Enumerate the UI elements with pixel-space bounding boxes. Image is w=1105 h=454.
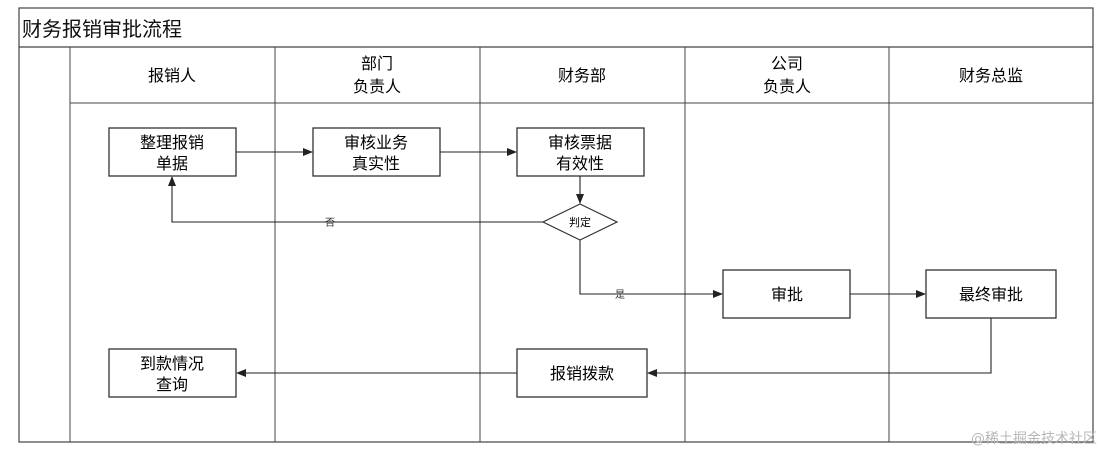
node-verify-validity: 审核票据 有效性 (516, 127, 645, 177)
svg-text:报销拨款: 报销拨款 (550, 364, 614, 383)
lane-header-dept-head: 部门 负责人 (353, 54, 401, 96)
node-approve: 审批 (722, 269, 851, 319)
lane-header-finance-dept: 财务部 (558, 66, 606, 85)
svg-text:公司: 公司 (771, 54, 803, 73)
svg-text:报销人: 报销人 (148, 66, 196, 85)
svg-text:判定: 判定 (569, 215, 591, 229)
edge-final-to-payout (647, 318, 992, 377)
svg-text:审核票据: 审核票据 (548, 133, 612, 152)
svg-text:查询: 查询 (156, 375, 188, 394)
svg-text:部门: 部门 (361, 54, 393, 73)
lane-header-company-head: 公司 负责人 (763, 54, 811, 96)
watermark: @稀土掘金技术社区 (971, 431, 1097, 447)
svg-text:财务总监: 财务总监 (959, 66, 1023, 85)
diagram-title: 财务报销审批流程 (22, 17, 182, 41)
svg-text:审批: 审批 (771, 285, 803, 304)
lane-header-applicant: 报销人 (148, 66, 196, 85)
svg-text:财务部: 财务部 (558, 66, 606, 85)
node-verify-authenticity: 审核业务 真实性 (312, 127, 441, 177)
svg-text:负责人: 负责人 (763, 77, 811, 96)
svg-text:整理报销: 整理报销 (140, 133, 204, 152)
svg-text:最终审批: 最终审批 (959, 285, 1023, 304)
lane-header-cfo: 财务总监 (959, 66, 1023, 85)
node-payment-query: 到款情况 查询 (108, 348, 237, 398)
svg-text:有效性: 有效性 (556, 154, 604, 173)
svg-text:到款情况: 到款情况 (140, 354, 204, 373)
svg-text:单据: 单据 (156, 154, 188, 173)
edge-decision-no (168, 176, 543, 223)
edge-label-no: 否 (325, 217, 335, 229)
node-final-approve: 最终审批 (925, 269, 1057, 319)
edge-decision-yes (579, 240, 723, 298)
svg-text:真实性: 真实性 (352, 154, 400, 173)
node-payout: 报销拨款 (516, 348, 648, 398)
node-organize-receipts: 整理报销 单据 (108, 127, 237, 177)
svg-text:负责人: 负责人 (353, 77, 401, 96)
svg-text:审核业务: 审核业务 (344, 133, 408, 152)
edge-label-yes: 是 (615, 289, 625, 301)
